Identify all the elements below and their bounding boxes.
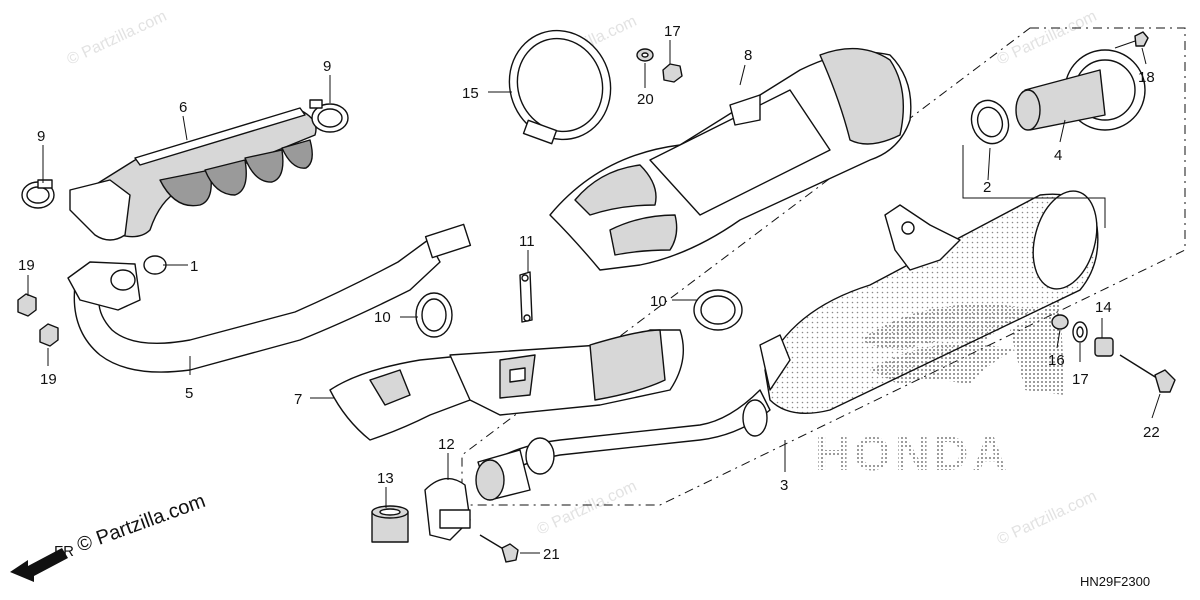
bolt-22[interactable]: [1119, 354, 1176, 393]
callout-19-bottom: 19: [40, 371, 57, 388]
collar-14[interactable]: [1094, 337, 1114, 357]
direction-label: FR: [54, 543, 74, 560]
band-15[interactable]: [494, 16, 626, 154]
rubber-collar-13[interactable]: [371, 505, 409, 543]
callout-17-right: 17: [1072, 371, 1089, 388]
callout-10-left: 10: [374, 309, 391, 326]
assembly-outline: [461, 27, 1186, 506]
callout-22: 22: [1143, 424, 1160, 441]
front-direction-arrow: FR: [10, 543, 74, 582]
washer-17-top[interactable]: [662, 63, 683, 83]
brand-watermark: © Partzilla.com: [74, 490, 208, 557]
band-clamp-9-right[interactable]: [309, 99, 349, 133]
callout-9-left: 9: [37, 128, 45, 145]
diagram-code: HN29F2300: [1080, 574, 1150, 589]
gasket-ring-2[interactable]: [966, 95, 1015, 149]
leader-lines: [27, 40, 1161, 554]
callout-9-right: 9: [323, 58, 331, 75]
joint-clamp-12[interactable]: [424, 477, 471, 541]
callout-13: 13: [377, 470, 394, 487]
watermark-text: © Partzilla.com: [65, 8, 170, 69]
spark-arrester[interactable]: [1015, 49, 1146, 131]
pipe-protector[interactable]: [69, 107, 317, 241]
muffler-protector[interactable]: [549, 47, 912, 271]
callout-6: 6: [179, 99, 187, 116]
callout-8: 8: [744, 47, 752, 64]
bolt-18[interactable]: [1114, 31, 1149, 49]
lower-protector[interactable]: [329, 329, 685, 441]
band-clamp-10-right[interactable]: [693, 289, 743, 331]
callout-11: 11: [519, 233, 535, 250]
callout-16: 16: [1048, 352, 1065, 369]
callout-20: 20: [637, 91, 654, 108]
nut-19-bottom[interactable]: [39, 323, 59, 347]
watermark-text: © Partzilla.com: [995, 488, 1100, 549]
gasket-ring-1[interactable]: [143, 255, 167, 275]
muffler-assembly[interactable]: [475, 184, 1107, 501]
callout-12: 12: [438, 436, 455, 453]
callout-15: 15: [462, 85, 479, 102]
callout-1: 1: [190, 258, 198, 275]
callout-10-right: 10: [650, 293, 667, 310]
callout-labels: 1 2 3 4 5 6 7 8 9 9 10 10 11 12 13 14 15…: [18, 23, 1160, 563]
stay-11[interactable]: [519, 271, 533, 323]
bolt-21[interactable]: [479, 534, 519, 563]
callout-5: 5: [185, 385, 193, 402]
rubber-mount-16[interactable]: [1051, 314, 1069, 330]
callout-3: 3: [780, 477, 788, 494]
callout-21: 21: [543, 546, 560, 563]
callout-2: 2: [983, 179, 991, 196]
washer-17-right[interactable]: [1072, 321, 1088, 343]
callout-17-top: 17: [664, 23, 681, 40]
nut-19-top[interactable]: [17, 293, 37, 317]
callout-4: 4: [1054, 147, 1062, 164]
callout-19-top: 19: [18, 257, 35, 274]
watermark-text: © Partzilla.com: [535, 478, 640, 539]
callout-18: 18: [1138, 69, 1155, 86]
honda-logo-text: HONDA: [815, 428, 1011, 481]
callout-14: 14: [1095, 299, 1112, 316]
band-clamp-10-left[interactable]: [415, 292, 453, 338]
band-clamp-9-left[interactable]: [21, 179, 55, 209]
exhaust-pipe[interactable]: [67, 223, 472, 373]
callout-7: 7: [294, 391, 302, 408]
